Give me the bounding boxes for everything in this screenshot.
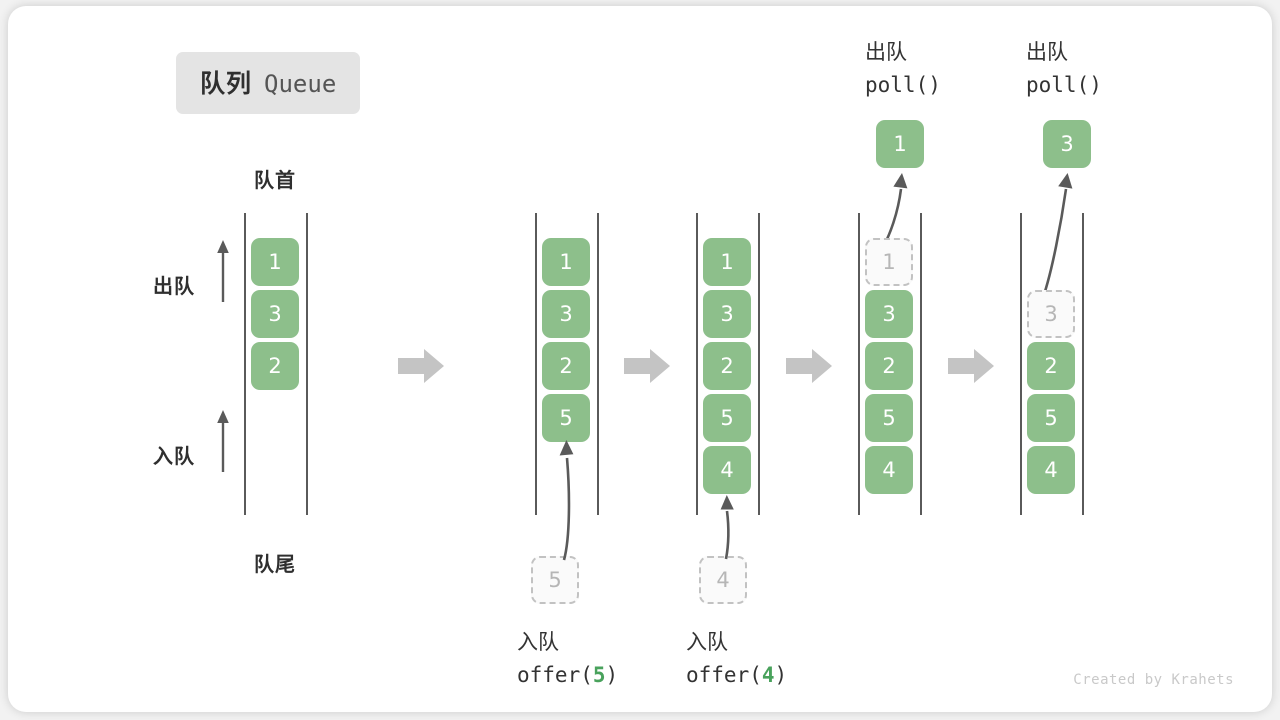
queue-node: 5 (865, 394, 913, 442)
stage-label-offer-4: 入队 offer(4) (686, 626, 787, 691)
flow-separator-arrow-icon (786, 349, 832, 383)
queue-node: 3 (542, 290, 590, 338)
queue-tail-label: 队尾 (254, 552, 296, 576)
queue-head-label: 队首 (254, 168, 296, 192)
enqueue-call: offer(5) (517, 662, 619, 687)
queue-rail-right-1 (306, 213, 308, 515)
queue-node: 2 (251, 342, 299, 390)
incoming-node-ghost: 4 (699, 556, 747, 604)
dequeued-node: 3 (1043, 120, 1091, 168)
queue-rail-right-3 (758, 213, 760, 515)
removed-node-ghost: 1 (865, 238, 913, 286)
stage-label-offer-5: 入队 offer(5) (517, 626, 618, 691)
enqueue-call: offer(4) (686, 662, 788, 687)
queue-rail-left-4 (858, 213, 860, 515)
dequeued-node: 1 (876, 120, 924, 168)
flow-separator-arrow-icon (948, 349, 994, 383)
queue-node: 4 (865, 446, 913, 494)
dequeue-arrow-icon (214, 240, 232, 302)
queue-node: 1 (542, 238, 590, 286)
queue-rail-left-2 (535, 213, 537, 515)
queue-node: 4 (703, 446, 751, 494)
queue-node: 3 (865, 290, 913, 338)
flow-separator-arrow-icon (624, 349, 670, 383)
queue-node: 5 (542, 394, 590, 442)
queue-node: 5 (703, 394, 751, 442)
diagram-title-badge: 队列 Queue (176, 52, 361, 114)
dequeue-text: 出队 (865, 40, 907, 64)
queue-rail-left-5 (1020, 213, 1022, 515)
diagram-card: 队列 Queue 队首 队尾 出队 入队 1 3 2 1 3 2 5 5 (8, 6, 1272, 712)
dequeue-call: poll() (865, 72, 941, 97)
queue-node: 1 (251, 238, 299, 286)
queue-rail-right-4 (920, 213, 922, 515)
enqueue-direction-label: 入队 (153, 444, 195, 468)
queue-rail-right-5 (1082, 213, 1084, 515)
incoming-node-ghost: 5 (531, 556, 579, 604)
dequeue-text: 出队 (1026, 40, 1068, 64)
stage-label-poll-1: 出队 poll() (865, 36, 941, 101)
queue-node: 3 (703, 290, 751, 338)
queue-node: 5 (1027, 394, 1075, 442)
title-english: Queue (264, 70, 337, 98)
removed-node-ghost: 3 (1027, 290, 1075, 338)
queue-rail-left-1 (244, 213, 246, 515)
queue-node: 4 (1027, 446, 1075, 494)
queue-node: 1 (703, 238, 751, 286)
watermark-credit: Created by Krahets (1073, 672, 1234, 688)
dequeue-motion-arrow-icon (1026, 171, 1082, 304)
enqueue-arrow-icon (214, 410, 232, 472)
stage-label-poll-3: 出队 poll() (1026, 36, 1102, 101)
dequeue-direction-label: 出队 (153, 274, 195, 298)
title-chinese: 队列 (200, 69, 253, 98)
queue-node: 2 (865, 342, 913, 390)
flow-separator-arrow-icon (398, 349, 444, 383)
queue-node: 2 (542, 342, 590, 390)
enqueue-text: 入队 (517, 630, 559, 654)
queue-node: 3 (251, 290, 299, 338)
enqueue-text: 入队 (686, 630, 728, 654)
enqueue-motion-arrow-icon (712, 493, 748, 560)
queue-node: 2 (703, 342, 751, 390)
queue-rail-left-3 (696, 213, 698, 515)
queue-rail-right-2 (597, 213, 599, 515)
queue-node: 2 (1027, 342, 1075, 390)
enqueue-motion-arrow-icon (546, 438, 586, 561)
dequeue-call: poll() (1026, 72, 1102, 97)
